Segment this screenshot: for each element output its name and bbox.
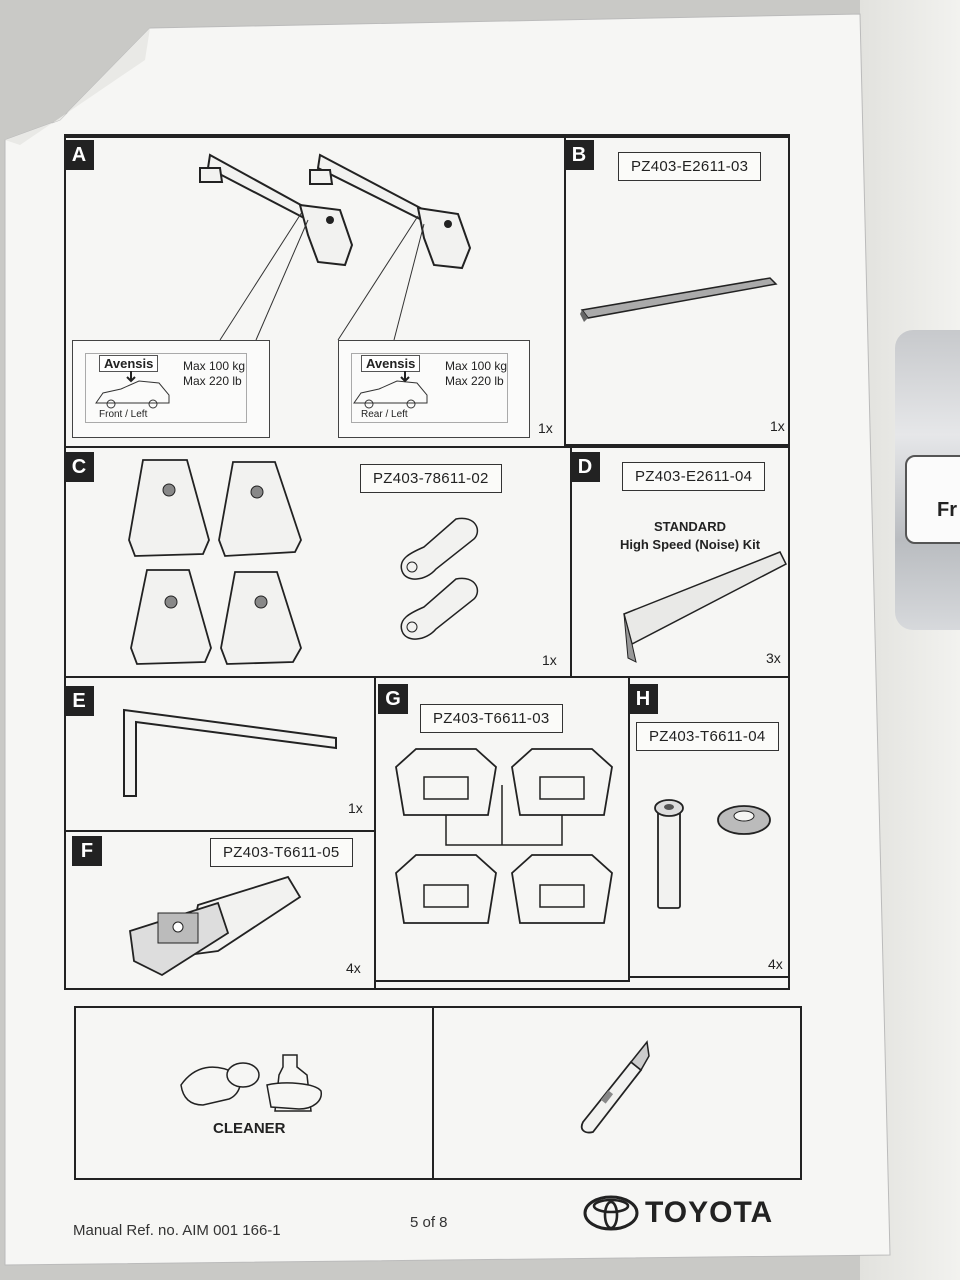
front-position-label: Front / Left (99, 409, 148, 420)
front-callout: Avensis Max 100 kg Max 220 lb Front / Le… (72, 340, 270, 438)
front-model-label: Avensis (99, 355, 159, 372)
panel-e-letter: E (64, 686, 94, 716)
panel-h (628, 676, 790, 978)
panel-h-qty: 4x (768, 956, 783, 972)
brand-wordmark: TOYOTA (645, 1196, 774, 1229)
front-callout-inner (85, 353, 247, 423)
utility-knife-icon (580, 1040, 650, 1134)
rear-model-label: Avensis (361, 355, 421, 372)
panel-c-letter: C (64, 452, 94, 482)
panel-d-note-standard: STANDARD (654, 519, 726, 534)
foot-pads-illustration (128, 459, 302, 665)
rear-max-lb: Max 220 lb (445, 374, 504, 388)
panel-d-qty: 3x (766, 650, 781, 666)
panel-d-part-number: PZ403-E2611-04 (622, 462, 766, 491)
panel-f-qty: 4x (346, 960, 361, 976)
page-number: 5 of 8 (410, 1214, 448, 1231)
panel-h-part-number: PZ403-T6611-04 (636, 722, 779, 751)
allen-key-illustration (123, 708, 337, 797)
rear-max-kg: Max 100 kg (445, 359, 508, 373)
cleaner-hands-illustration (180, 1054, 322, 1112)
panel-g-part-number: PZ403-T6611-03 (420, 704, 563, 733)
panel-f-part-number: PZ403-T6611-05 (210, 838, 353, 867)
rear-callout: Avensis Max 100 kg Max 220 lb Rear / Lef… (338, 340, 530, 438)
front-car-icon (95, 371, 170, 409)
roof-bars-illustration (199, 153, 472, 341)
panel-b-letter: B (564, 140, 594, 170)
panel-a-qty: 1x (538, 420, 553, 436)
panel-e-qty: 1x (348, 800, 363, 816)
gasket-sprue-illustration (395, 748, 613, 924)
tools-divider (432, 1008, 434, 1178)
cleaner-label: CLEANER (213, 1120, 286, 1137)
panel-c-part-number: PZ403-78611-02 (360, 464, 502, 493)
panel-c-qty: 1x (542, 652, 557, 668)
panel-d-note-kit: High Speed (Noise) Kit (619, 537, 761, 552)
tools-panel (74, 1006, 802, 1180)
background-tag: Fr (905, 455, 960, 544)
panel-d-letter: D (570, 452, 600, 482)
toyota-logo-icon (583, 1195, 639, 1231)
adapter-illustration (129, 875, 302, 977)
panel-b-qty: 1x (770, 418, 785, 434)
panel-g-letter: G (378, 684, 408, 714)
panel-f-letter: F (72, 836, 102, 866)
panel-h-letter: H (628, 684, 658, 714)
rear-callout-inner (351, 353, 508, 423)
background-tag-text: Fr (937, 499, 957, 521)
front-max-kg: Max 100 kg (183, 359, 246, 373)
rear-position-label: Rear / Left (361, 409, 408, 420)
panel-b-part-number: PZ403-E2611-03 (618, 152, 762, 181)
bolt-washer-illustration (654, 799, 771, 909)
tool-keys-illustration (400, 517, 479, 640)
rubber-strip-illustration (580, 277, 778, 322)
panel-b (564, 136, 790, 446)
front-max-lb: Max 220 lb (183, 374, 242, 388)
manual-reference: Manual Ref. no. AIM 001 166-1 (73, 1222, 281, 1239)
panel-a-letter: A (64, 140, 94, 170)
rear-car-icon (353, 371, 428, 409)
wind-deflector-illustration (623, 551, 788, 663)
